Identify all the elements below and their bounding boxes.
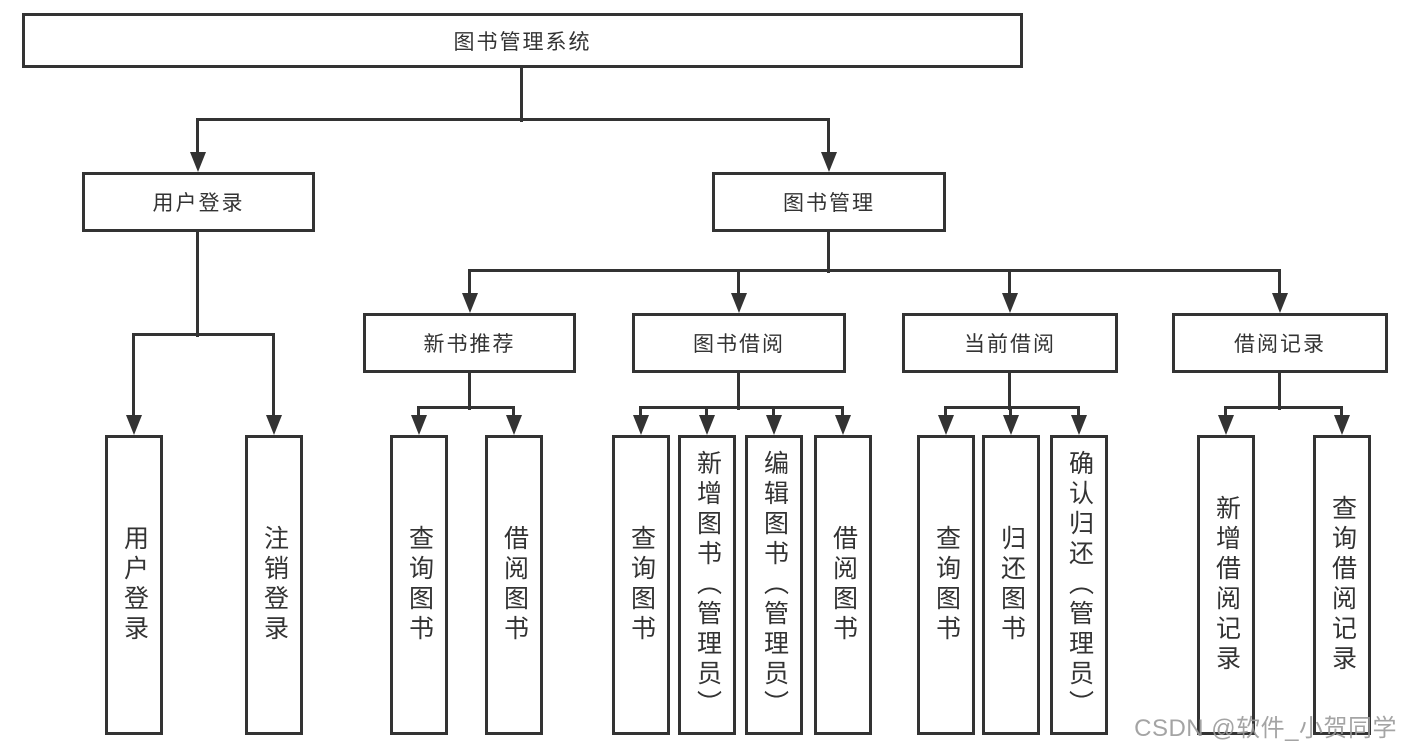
connector-user-login-stem	[196, 232, 199, 337]
arrowhead-icon	[1334, 415, 1350, 435]
connector-book-management-drop	[1008, 271, 1011, 297]
connector-borrow-records-drop	[1340, 408, 1343, 419]
node-query-book-new: 查询图书	[390, 435, 448, 735]
node-borrow-records: 借阅记录	[1172, 313, 1388, 373]
connector-root-drop	[196, 120, 199, 156]
connector-book-borrow-drop	[705, 408, 708, 419]
node-confirm-return-admin-label: 确认归还（管理员）	[1065, 450, 1094, 720]
arrowhead-icon	[506, 415, 522, 435]
node-query-book-borrow: 查询图书	[612, 435, 670, 735]
connector-new-book-recommend-stem	[468, 373, 471, 410]
arrowhead-icon	[462, 293, 478, 313]
arrowhead-icon	[633, 415, 649, 435]
node-user-login: 用户登录	[82, 172, 315, 232]
arrowhead-icon	[821, 152, 837, 172]
arrowhead-icon	[1002, 293, 1018, 313]
connector-book-borrow-drop	[841, 408, 844, 419]
connector-book-borrow-bar	[639, 406, 844, 409]
node-add-book-admin-label: 新增图书（管理员）	[693, 450, 722, 720]
connector-borrow-records-drop	[1224, 408, 1227, 419]
connector-borrow-records-bar	[1224, 406, 1343, 409]
node-borrow-book-new: 借阅图书	[485, 435, 543, 735]
node-edit-book-admin-label: 编辑图书（管理员）	[760, 450, 789, 720]
connector-book-borrow-drop	[639, 408, 642, 419]
connector-new-book-recommend-bar	[417, 406, 515, 409]
connector-book-borrow-stem	[737, 373, 740, 410]
connector-new-book-recommend-drop	[512, 408, 515, 419]
arrowhead-icon	[126, 415, 142, 435]
connector-user-login-drop	[272, 335, 275, 419]
arrowhead-icon	[938, 415, 954, 435]
node-current-borrow-label: 当前借阅	[964, 333, 1056, 356]
arrowhead-icon	[190, 152, 206, 172]
connector-book-management-stem	[827, 232, 830, 273]
node-borrow-book-new-label: 借阅图书	[500, 525, 529, 645]
arrowhead-icon	[411, 415, 427, 435]
node-return-book: 归还图书	[982, 435, 1040, 735]
arrowhead-icon	[1071, 415, 1087, 435]
connector-current-borrow-drop	[944, 408, 947, 419]
node-borrow-records-label: 借阅记录	[1234, 333, 1326, 356]
connector-current-borrow-drop	[1077, 408, 1080, 419]
node-confirm-return-admin: 确认归还（管理员）	[1050, 435, 1108, 735]
arrowhead-icon	[835, 415, 851, 435]
node-new-book-recommend: 新书推荐	[363, 313, 576, 373]
connector-book-management-drop	[468, 271, 471, 297]
node-return-book-label: 归还图书	[997, 525, 1026, 645]
node-query-borrow-record-label: 查询借阅记录	[1328, 495, 1357, 675]
node-borrow-book: 借阅图书	[814, 435, 872, 735]
node-logout-label: 注销登录	[260, 525, 289, 645]
node-add-borrow-record: 新增借阅记录	[1197, 435, 1255, 735]
arrowhead-icon	[1003, 415, 1019, 435]
connector-book-management-bar	[468, 269, 1281, 272]
node-book-borrow-label: 图书借阅	[693, 333, 785, 356]
node-user-login-leaf-label: 用户登录	[120, 525, 149, 645]
connector-current-borrow-drop	[1009, 408, 1012, 419]
connector-current-borrow-stem	[1008, 373, 1011, 410]
arrowhead-icon	[1272, 293, 1288, 313]
arrowhead-icon	[1218, 415, 1234, 435]
connector-book-management-drop	[1278, 271, 1281, 297]
node-query-book-current: 查询图书	[917, 435, 975, 735]
node-root-label: 图书管理系统	[453, 30, 592, 54]
connector-new-book-recommend-drop	[417, 408, 420, 419]
arrowhead-icon	[266, 415, 282, 435]
node-add-book-admin: 新增图书（管理员）	[678, 435, 736, 735]
arrowhead-icon	[699, 415, 715, 435]
node-logout: 注销登录	[245, 435, 303, 735]
arrowhead-icon	[766, 415, 782, 435]
node-borrow-book-label: 借阅图书	[829, 525, 858, 645]
node-book-borrow: 图书借阅	[632, 313, 846, 373]
node-book-management-label: 图书管理	[783, 192, 875, 215]
node-current-borrow: 当前借阅	[902, 313, 1118, 373]
node-user-login-label: 用户登录	[152, 192, 245, 215]
node-query-borrow-record: 查询借阅记录	[1313, 435, 1371, 735]
node-root: 图书管理系统	[22, 13, 1023, 68]
connector-book-management-drop	[737, 271, 740, 297]
connector-root-stem	[520, 68, 523, 122]
connector-root-bar	[196, 118, 830, 121]
connector-user-login-bar	[132, 333, 275, 336]
connector-user-login-drop	[132, 335, 135, 419]
node-query-book-new-label: 查询图书	[405, 525, 434, 645]
connector-current-borrow-bar	[944, 406, 1080, 409]
node-edit-book-admin: 编辑图书（管理员）	[745, 435, 803, 735]
node-add-borrow-record-label: 新增借阅记录	[1212, 495, 1241, 675]
node-user-login-leaf: 用户登录	[105, 435, 163, 735]
connector-borrow-records-stem	[1278, 373, 1281, 410]
node-query-book-borrow-label: 查询图书	[627, 525, 656, 645]
node-new-book-recommend-label: 新书推荐	[423, 333, 516, 356]
connector-root-drop	[827, 120, 830, 156]
arrowhead-icon	[731, 293, 747, 313]
connector-book-borrow-drop	[772, 408, 775, 419]
node-book-management: 图书管理	[712, 172, 946, 232]
node-query-book-current-label: 查询图书	[932, 525, 961, 645]
